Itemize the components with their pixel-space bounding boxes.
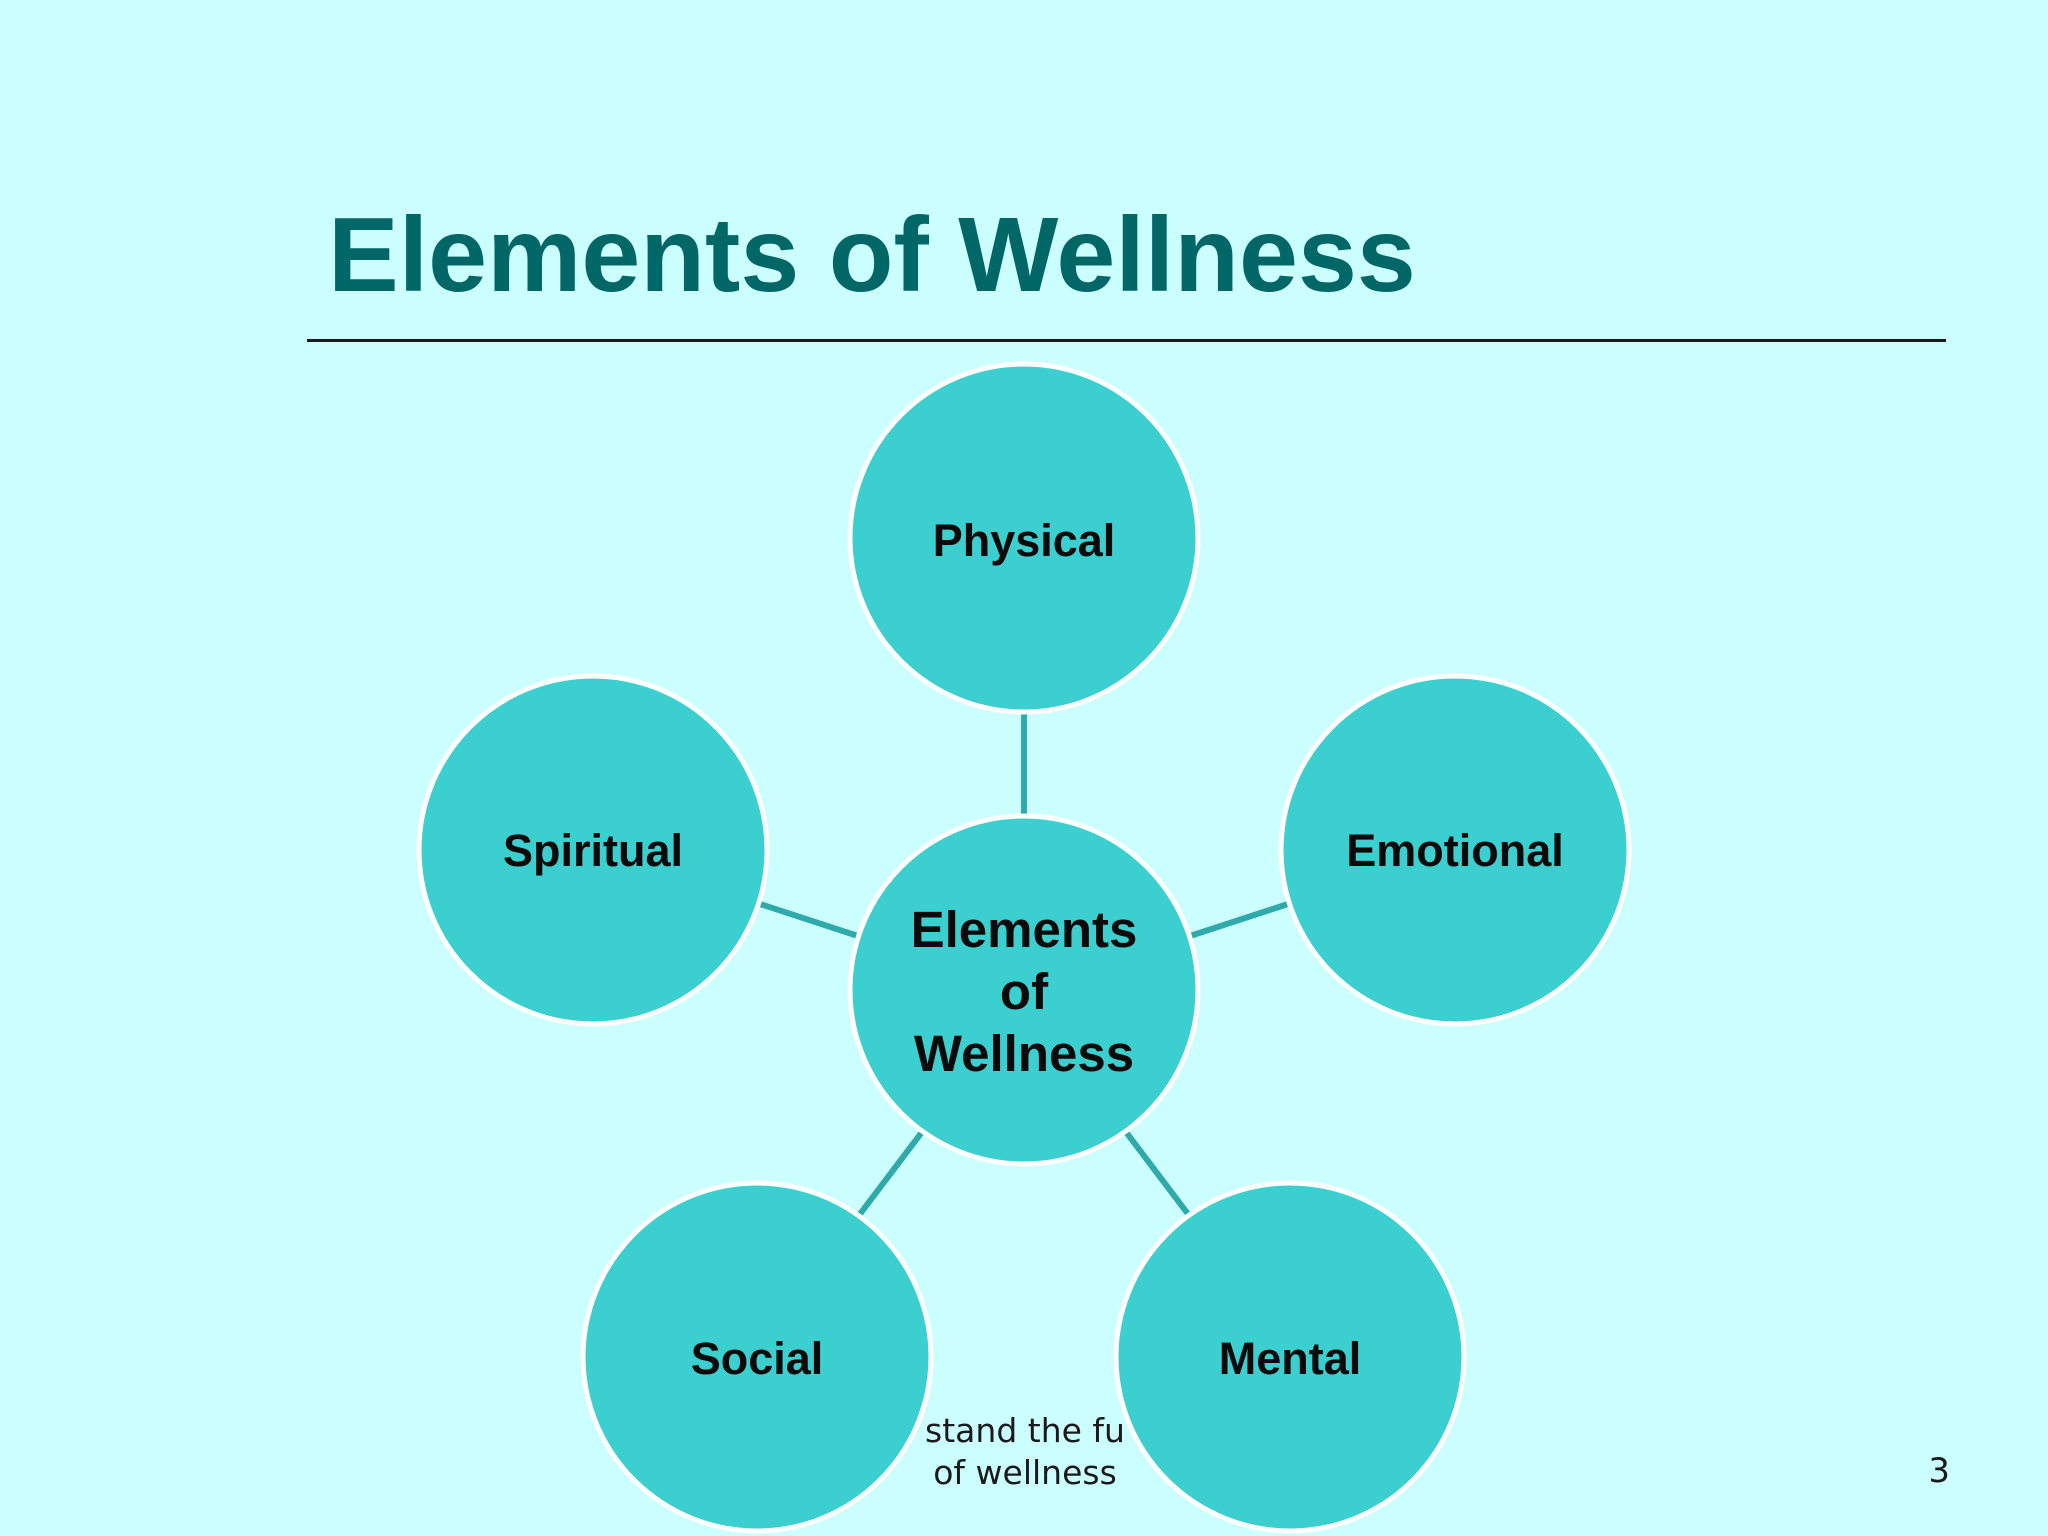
title-divider xyxy=(307,339,1946,342)
connector-emotional xyxy=(1189,901,1289,939)
footer-text: stand the fu of wellness xyxy=(925,1411,1125,1492)
diagram-connectors xyxy=(759,712,1289,1216)
connector-mental xyxy=(1123,1130,1191,1216)
node-mental-label: Mental xyxy=(1219,1333,1362,1384)
node-physical-label: Physical xyxy=(933,515,1116,566)
node-social: Social xyxy=(580,1180,934,1534)
page-number: 3 xyxy=(1928,1451,1950,1491)
center-label-line-3: Wellness xyxy=(914,1025,1134,1082)
node-mental: Mental xyxy=(1113,1180,1467,1534)
node-physical: Physical xyxy=(847,361,1201,715)
connector-spiritual xyxy=(759,901,859,939)
connector-social xyxy=(857,1130,925,1216)
slide-title: Elements of Wellness xyxy=(328,196,1416,314)
node-spiritual: Spiritual xyxy=(416,673,770,1027)
center-label-line-1: Elements xyxy=(911,901,1138,958)
center-label-line-2: of xyxy=(1000,963,1049,1020)
node-center: Elements of Wellness xyxy=(847,813,1201,1167)
node-emotional: Emotional xyxy=(1278,673,1632,1027)
node-social-label: Social xyxy=(691,1333,824,1384)
node-emotional-label: Emotional xyxy=(1346,825,1564,876)
node-spiritual-label: Spiritual xyxy=(503,825,683,876)
